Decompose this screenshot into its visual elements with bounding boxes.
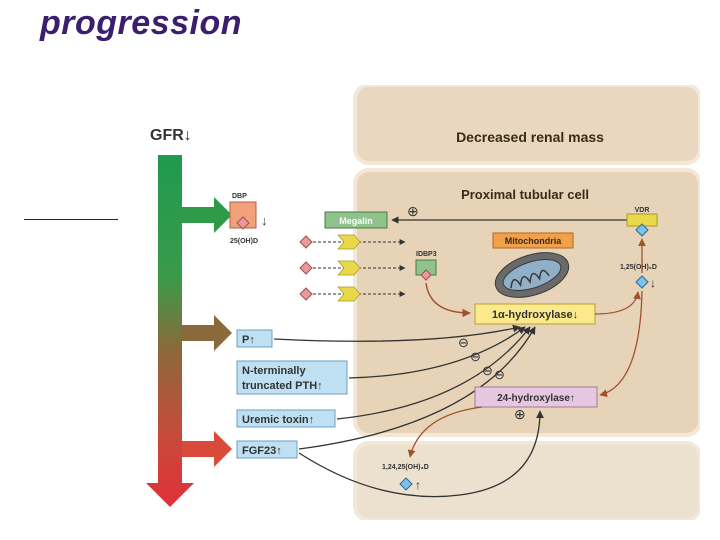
minus-sign-2: ⊖	[470, 349, 481, 364]
branch-arrow-green	[182, 197, 232, 233]
hydroxylase1-to-calcitriol	[594, 291, 641, 315]
vdr-diamond	[635, 223, 649, 237]
fgf23-inhibit-line	[298, 326, 536, 450]
p-box	[236, 329, 273, 348]
idbp3-diamond	[420, 269, 432, 281]
calcitriol-arrow: ↓	[650, 276, 656, 290]
metabolite-arrow: ↑	[415, 478, 421, 492]
oh-d-label: 25(OH)D	[230, 238, 258, 245]
gfr-decline-arrow	[146, 155, 194, 507]
megalin-label: Megalin	[339, 216, 373, 226]
transporter-chevrons	[337, 234, 361, 302]
minus-sign-3: ⊖	[482, 363, 493, 378]
hydroxylase24-box	[474, 386, 598, 408]
hydroxylase1-label: 1α-hydroxylase↓	[492, 309, 578, 321]
divider-line	[24, 219, 118, 220]
p-label: P↑	[242, 334, 255, 346]
pth-label-line1: N-terminally	[242, 365, 306, 377]
proximal-cell-panel	[353, 168, 700, 437]
hydroxylase24-to-metabolite	[407, 406, 483, 458]
proximal-cell-label: Proximal tubular cell	[461, 187, 589, 202]
pth-label-line2: truncated PTH↑	[242, 380, 323, 392]
megalin-plus-sign: ⊕	[407, 203, 419, 219]
gfr-label: GFR↓	[150, 127, 192, 144]
renal-mass-panel	[353, 85, 700, 165]
hydroxylase24-label: 24-hydroxylase↑	[497, 393, 575, 404]
minus-sign-4: ⊖	[494, 367, 505, 382]
megalin-box	[324, 211, 388, 229]
hydroxylase24-plus-sign: ⊕	[514, 406, 526, 422]
branch-arrow-red	[182, 431, 232, 467]
vitamin-d-diagram: Decreased renal mass Proximal tubular ce…	[146, 85, 700, 520]
renal-mass-label: Decreased renal mass	[456, 129, 604, 145]
calcitriol-diamond	[635, 275, 649, 289]
calcitriol-to-24hydroxylase	[599, 290, 643, 398]
diamond-pink-2	[299, 261, 313, 275]
fgf23-label: FGF23↑	[242, 445, 282, 457]
mitochondria-label-box	[492, 232, 574, 249]
slide-title: progression	[40, 4, 242, 42]
calcitriol-label: 1,25(OH)₂D	[620, 264, 657, 271]
branch-arrow-brown	[182, 315, 232, 351]
metabolite-label: 1,24,25(OH)₃D	[382, 464, 429, 471]
uremic-inhibit-line	[336, 326, 531, 420]
uremic-box	[236, 409, 336, 428]
idbp3-to-hydroxylase	[425, 282, 471, 318]
dbp-arrow: ↓	[261, 213, 268, 228]
fgf23-stimulate-line	[298, 410, 544, 498]
p-inhibit-line	[273, 324, 521, 342]
mitochondria-label: Mitochondria	[505, 236, 562, 246]
diamond-pink-3	[299, 287, 313, 301]
pth-inhibit-line	[348, 326, 526, 379]
metabolite-diamond	[399, 477, 413, 491]
pth-box	[236, 360, 348, 395]
mitochondria-cristae	[510, 269, 550, 289]
fgf23-box	[236, 440, 298, 459]
dbp-diamond	[236, 216, 250, 230]
dbp-label: DBP	[232, 193, 247, 200]
idbp3-label: IDBP3	[416, 251, 437, 258]
diamond-pink-1	[299, 235, 313, 249]
vdr-label: VDR	[635, 207, 650, 214]
uremic-label: Uremic toxin↑	[242, 414, 314, 426]
minus-sign-1: ⊖	[458, 335, 469, 350]
